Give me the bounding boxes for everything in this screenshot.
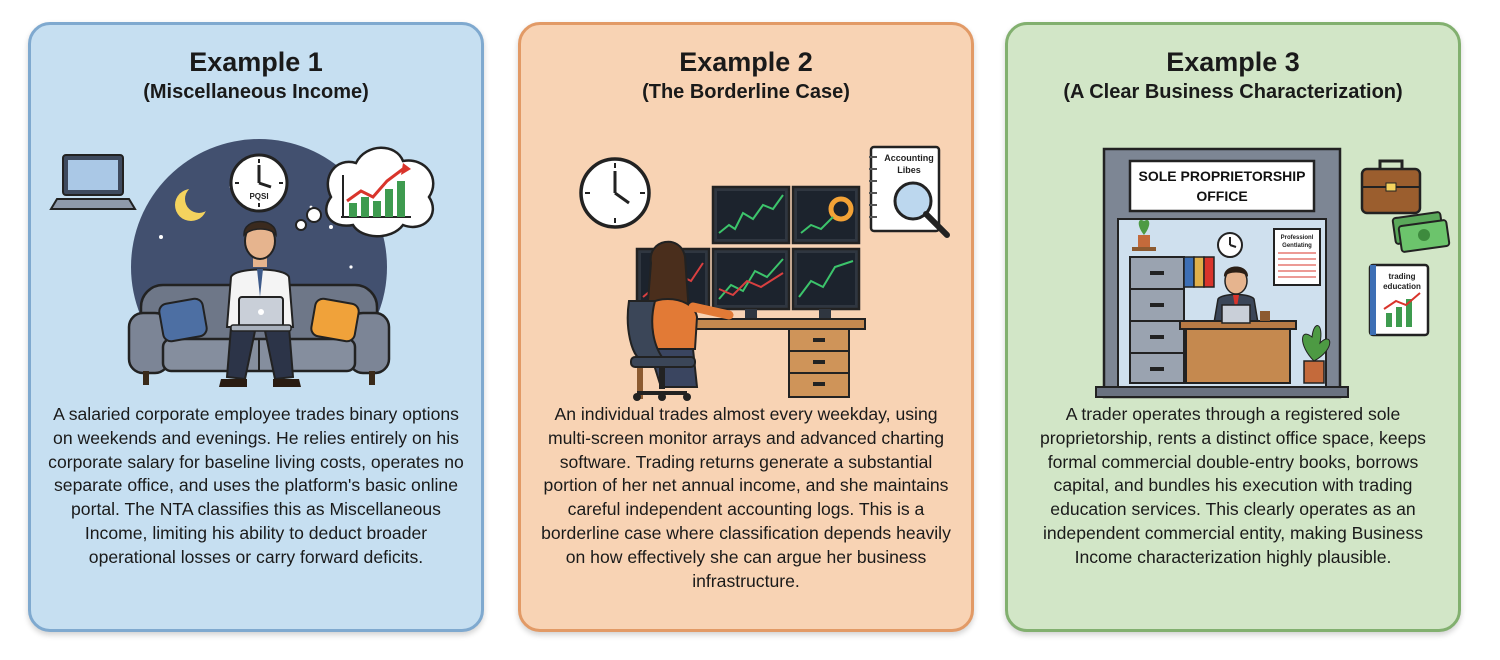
card-example-2: Example 2 (The Borderline Case) <box>518 22 974 632</box>
pillow-blue <box>158 297 208 343</box>
clock-icon <box>1217 232 1243 258</box>
couch-illustration <box>127 283 391 385</box>
man-figure <box>219 220 301 387</box>
trading-education-book-icon: trading education <box>1368 263 1430 337</box>
desk-illustration <box>1179 304 1297 384</box>
card-description: A salaried corporate employee trades bin… <box>48 404 464 567</box>
card-subtitle: (Miscellaneous Income) <box>143 81 369 103</box>
wall-poster: Professionl Gentlating <box>1273 228 1321 286</box>
sign-line-1: SOLE PROPRIETORSHIP <box>1139 168 1306 184</box>
poster-line-2: Gentlating <box>1282 243 1312 249</box>
card-title: Example 1 <box>189 47 323 77</box>
card-subtitle: (The Borderline Case) <box>642 81 850 103</box>
poster-line-1: Professionl <box>1281 235 1314 241</box>
moon-icon <box>175 185 213 221</box>
clock-label: PQSI <box>249 192 268 201</box>
card-title: Example 2 <box>679 47 813 77</box>
card-example-1: Example 1 (Miscellaneous Income) <box>28 22 484 632</box>
scene-sole-proprietorship-office: SOLE PROPRIETORSHIP OFFICE Professionl G… <box>1095 147 1451 399</box>
pillow-orange <box>310 297 360 343</box>
filing-cabinet <box>1129 256 1185 384</box>
card-description: A trader operates through a registered s… <box>1040 404 1426 567</box>
book-line-2: education <box>1383 282 1421 291</box>
money-icon <box>1391 211 1451 253</box>
briefcase-icon <box>1360 159 1422 215</box>
sign-line-2: OFFICE <box>1196 188 1247 204</box>
card-example-3: Example 3 (A Clear Business Characteriza… <box>1005 22 1461 632</box>
card-title: Example 3 <box>1166 47 1300 77</box>
desk-illustration <box>628 318 866 399</box>
floor-plant <box>1302 325 1331 384</box>
office-chair <box>626 300 696 401</box>
bar-chart-icon <box>341 163 411 218</box>
notebook-label-1: Accounting <box>884 153 934 163</box>
laptop-icon <box>49 154 137 210</box>
monitor-right <box>791 247 861 311</box>
monitor-center <box>711 247 791 311</box>
clock-icon: PQSI <box>229 153 289 213</box>
clock-icon <box>579 157 651 229</box>
scene-couch-trader: PQSI <box>49 139 435 407</box>
book-line-1: trading <box>1388 272 1415 281</box>
card-description: An individual trades almost every weekda… <box>541 404 951 591</box>
scene-multi-monitor-trader: Accounting Libes <box>579 145 950 401</box>
notebook-label-2: Libes <box>897 165 921 175</box>
monitor-top-right <box>791 185 861 245</box>
office-sign: SOLE PROPRIETORSHIP OFFICE <box>1128 159 1316 213</box>
binders <box>1183 256 1215 288</box>
shelf-plant <box>1132 219 1156 251</box>
magnifier-icon <box>893 181 950 238</box>
card-subtitle: (A Clear Business Characterization) <box>1063 81 1403 103</box>
monitor-top-left <box>711 185 791 245</box>
thought-cloud-icon <box>295 146 435 238</box>
